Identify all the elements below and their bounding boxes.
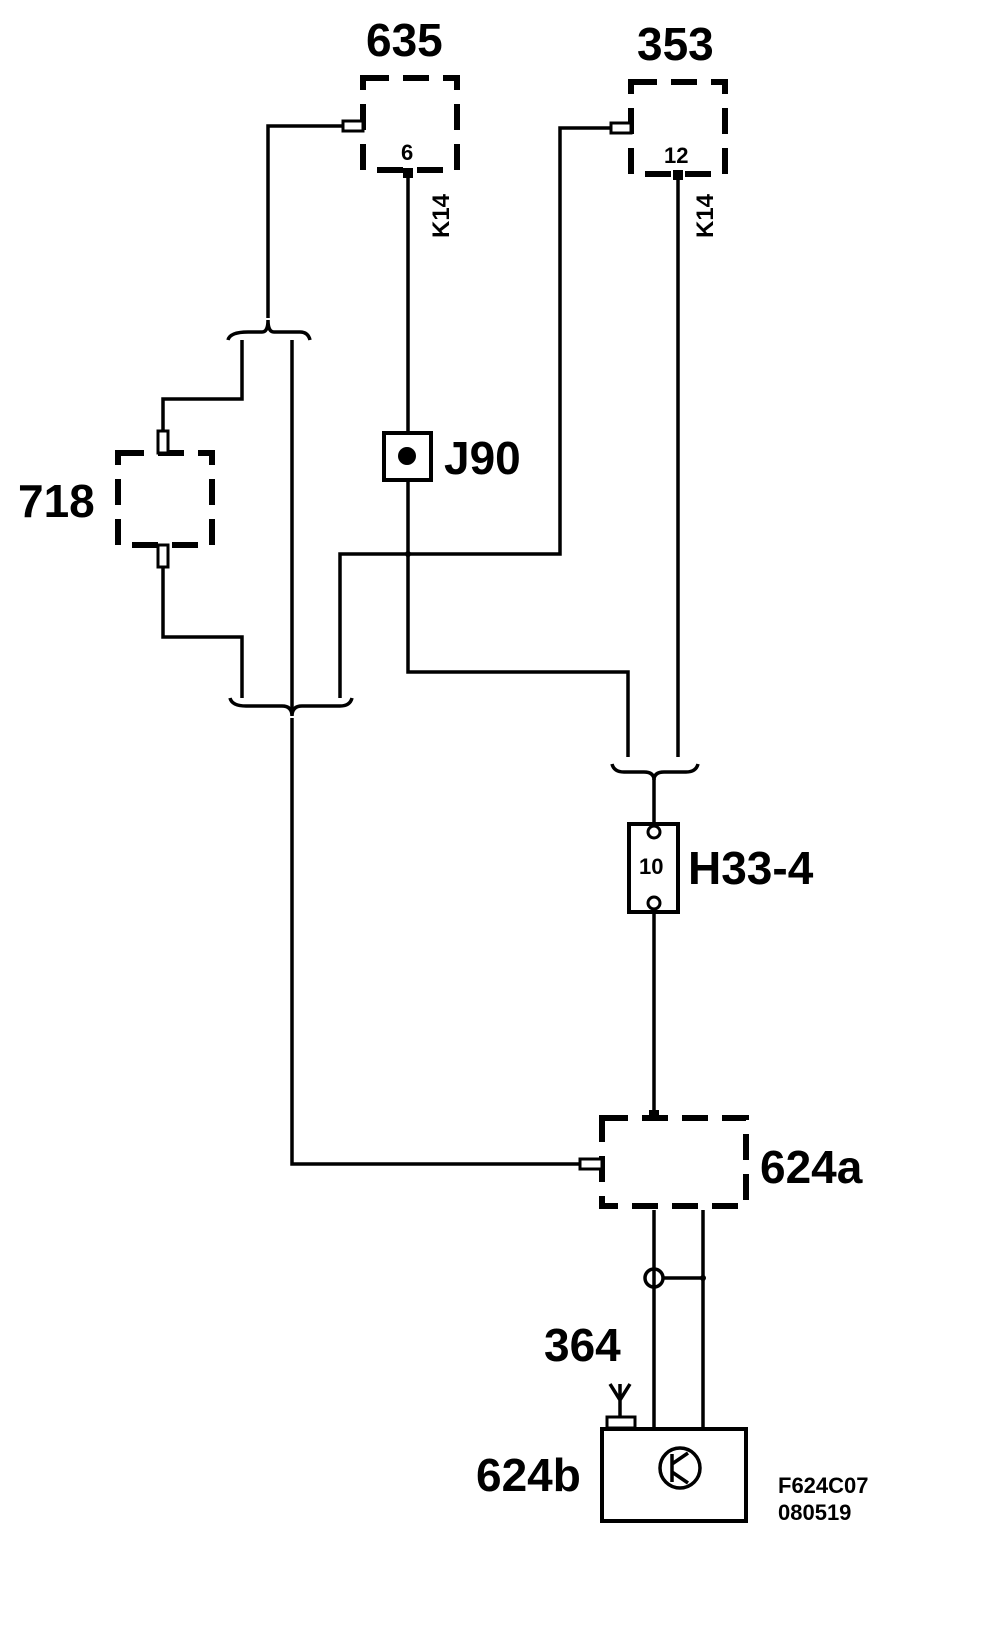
component-718-box [115, 450, 215, 548]
splice-dot [398, 447, 416, 465]
transistor-symbol [670, 1451, 689, 1485]
connector-braces [226, 319, 700, 781]
splice-j90-label: J90 [444, 432, 521, 484]
junction-dot [700, 1275, 706, 1281]
component-624a-label: 624a [760, 1141, 863, 1193]
wire [290, 718, 580, 1166]
component-635-label: 635 [366, 14, 443, 66]
antenna-364: 364 [544, 1319, 637, 1430]
connector-h33-4-box [627, 822, 680, 914]
component-353-label: 353 [637, 18, 714, 70]
antenna-base [605, 1415, 637, 1430]
wire-label-k14-353: K14 [692, 193, 719, 238]
component-353: 353 12 K14 [609, 18, 728, 238]
pin-terminal [403, 168, 413, 178]
connector-brace-right [610, 763, 700, 781]
component-718: 718 [18, 429, 215, 569]
wire [406, 480, 630, 757]
wire [266, 124, 343, 318]
antenna-icon [608, 1383, 632, 1418]
pin-socket-bottom [646, 895, 662, 911]
component-635: 635 6 K14 [341, 14, 460, 238]
component-624a: 624a [578, 1110, 863, 1209]
component-624b: 624b [476, 1427, 748, 1523]
pin-terminal [649, 1110, 659, 1120]
connector-h33-4-pin-label: 10 [639, 854, 663, 879]
connector-terminal [578, 1157, 604, 1171]
connector-brace-bottom [228, 697, 354, 717]
component-624b-label: 624b [476, 1449, 581, 1501]
wires [161, 124, 706, 1429]
component-624a-box [599, 1115, 749, 1209]
connector-terminal [341, 119, 365, 133]
wire [338, 126, 611, 698]
wire [161, 567, 244, 698]
junction-dot [405, 551, 411, 557]
wire-label-k14-635: K14 [428, 193, 455, 238]
connector-brace-top [226, 319, 312, 341]
figure-code-line-2: 080519 [778, 1500, 851, 1525]
component-718-label: 718 [18, 475, 95, 527]
component-624b-box [600, 1427, 748, 1523]
pin-terminal [673, 170, 683, 180]
figure-code-line-1: F624C07 [778, 1473, 869, 1498]
splice-j90: J90 [382, 431, 521, 484]
transistor-icon [658, 1446, 702, 1490]
connector-terminal-bottom [156, 543, 170, 569]
pin-socket-top [646, 824, 662, 840]
figure-code: F624C07 080519 [778, 1473, 869, 1525]
connector-terminal-top [156, 429, 170, 455]
component-635-pin-label: 6 [401, 140, 413, 165]
connector-terminal [609, 121, 633, 135]
component-353-pin-label: 12 [664, 143, 688, 168]
antenna-364-label: 364 [544, 1319, 621, 1371]
connector-h33-4: 10 H33-4 [627, 822, 814, 914]
wire [161, 340, 244, 431]
connector-h33-4-label: H33-4 [688, 842, 814, 894]
shield-ring [643, 1267, 665, 1289]
